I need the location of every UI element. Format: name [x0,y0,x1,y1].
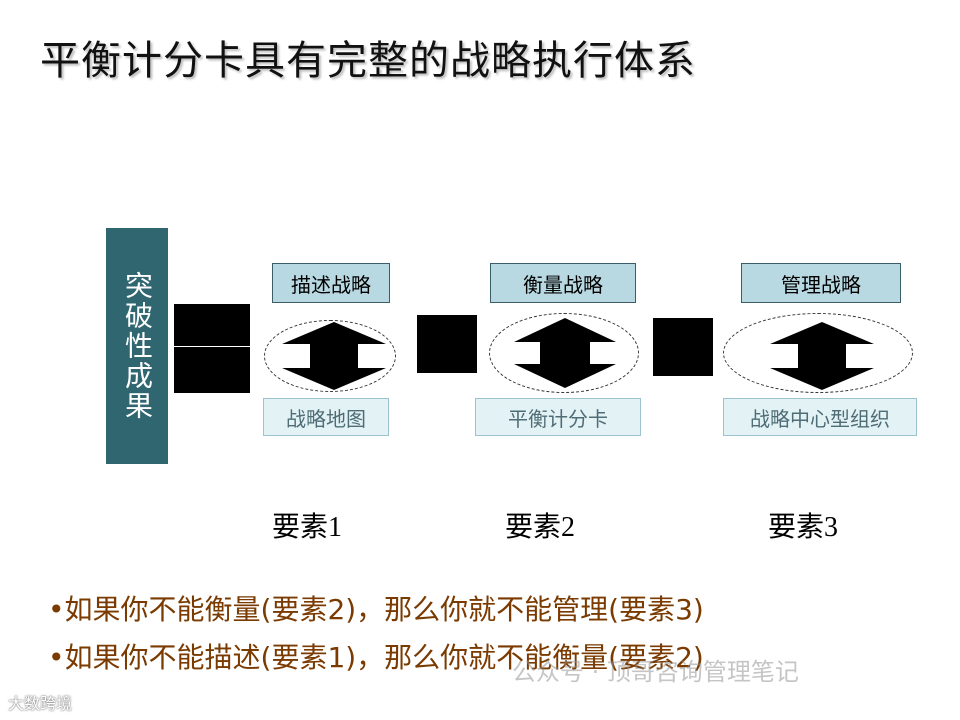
element-number: 1 [328,512,343,543]
element-number: 3 [824,512,839,543]
bottom-label-strategy-focused-org: 战略中心型组织 [723,398,917,436]
top-label-measure-strategy: 衡量战略 [490,263,636,303]
side-label: 突破性成果 [121,271,154,421]
top-label-describe-strategy: 描述战略 [272,263,390,303]
double-arrow-icon [770,322,874,390]
dashed-ellipse-1 [264,320,396,392]
connector-block-bottom [174,347,250,393]
page-title: 平衡计分卡具有完整的战略执行体系 [40,38,696,84]
breakthrough-results-bar: 突破性成果 [106,228,168,464]
dashed-ellipse-2 [489,313,639,393]
element-label-3: 要素3 [768,505,838,545]
connector-block-top [174,304,250,346]
bullet-2: •如果你不能描述(要素1)，那么你就不能衡量(要素2) [48,641,704,674]
watermark-right: 公众号 · 顶哥咨询管理笔记 [512,658,799,686]
element-number: 2 [561,512,576,543]
element-text: 要素 [768,510,825,543]
element-text: 要素 [272,510,329,543]
element-text: 要素 [505,510,562,543]
connector-block-3 [653,318,713,376]
bottom-label-strategy-map: 战略地图 [263,398,389,436]
double-arrow-icon [514,318,616,388]
element-label-1: 要素1 [272,505,342,545]
bullet-1: •如果你不能衡量(要素2)，那么你就不能管理(要素3) [48,593,704,626]
connector-block-2 [417,315,477,373]
top-label-manage-strategy: 管理战略 [741,263,901,303]
element-label-2: 要素2 [505,505,575,545]
dashed-ellipse-3 [723,313,913,393]
watermark-left: 大数跨境 [8,694,73,713]
double-arrow-icon [282,322,386,390]
bottom-label-balanced-scorecard: 平衡计分卡 [475,398,641,436]
